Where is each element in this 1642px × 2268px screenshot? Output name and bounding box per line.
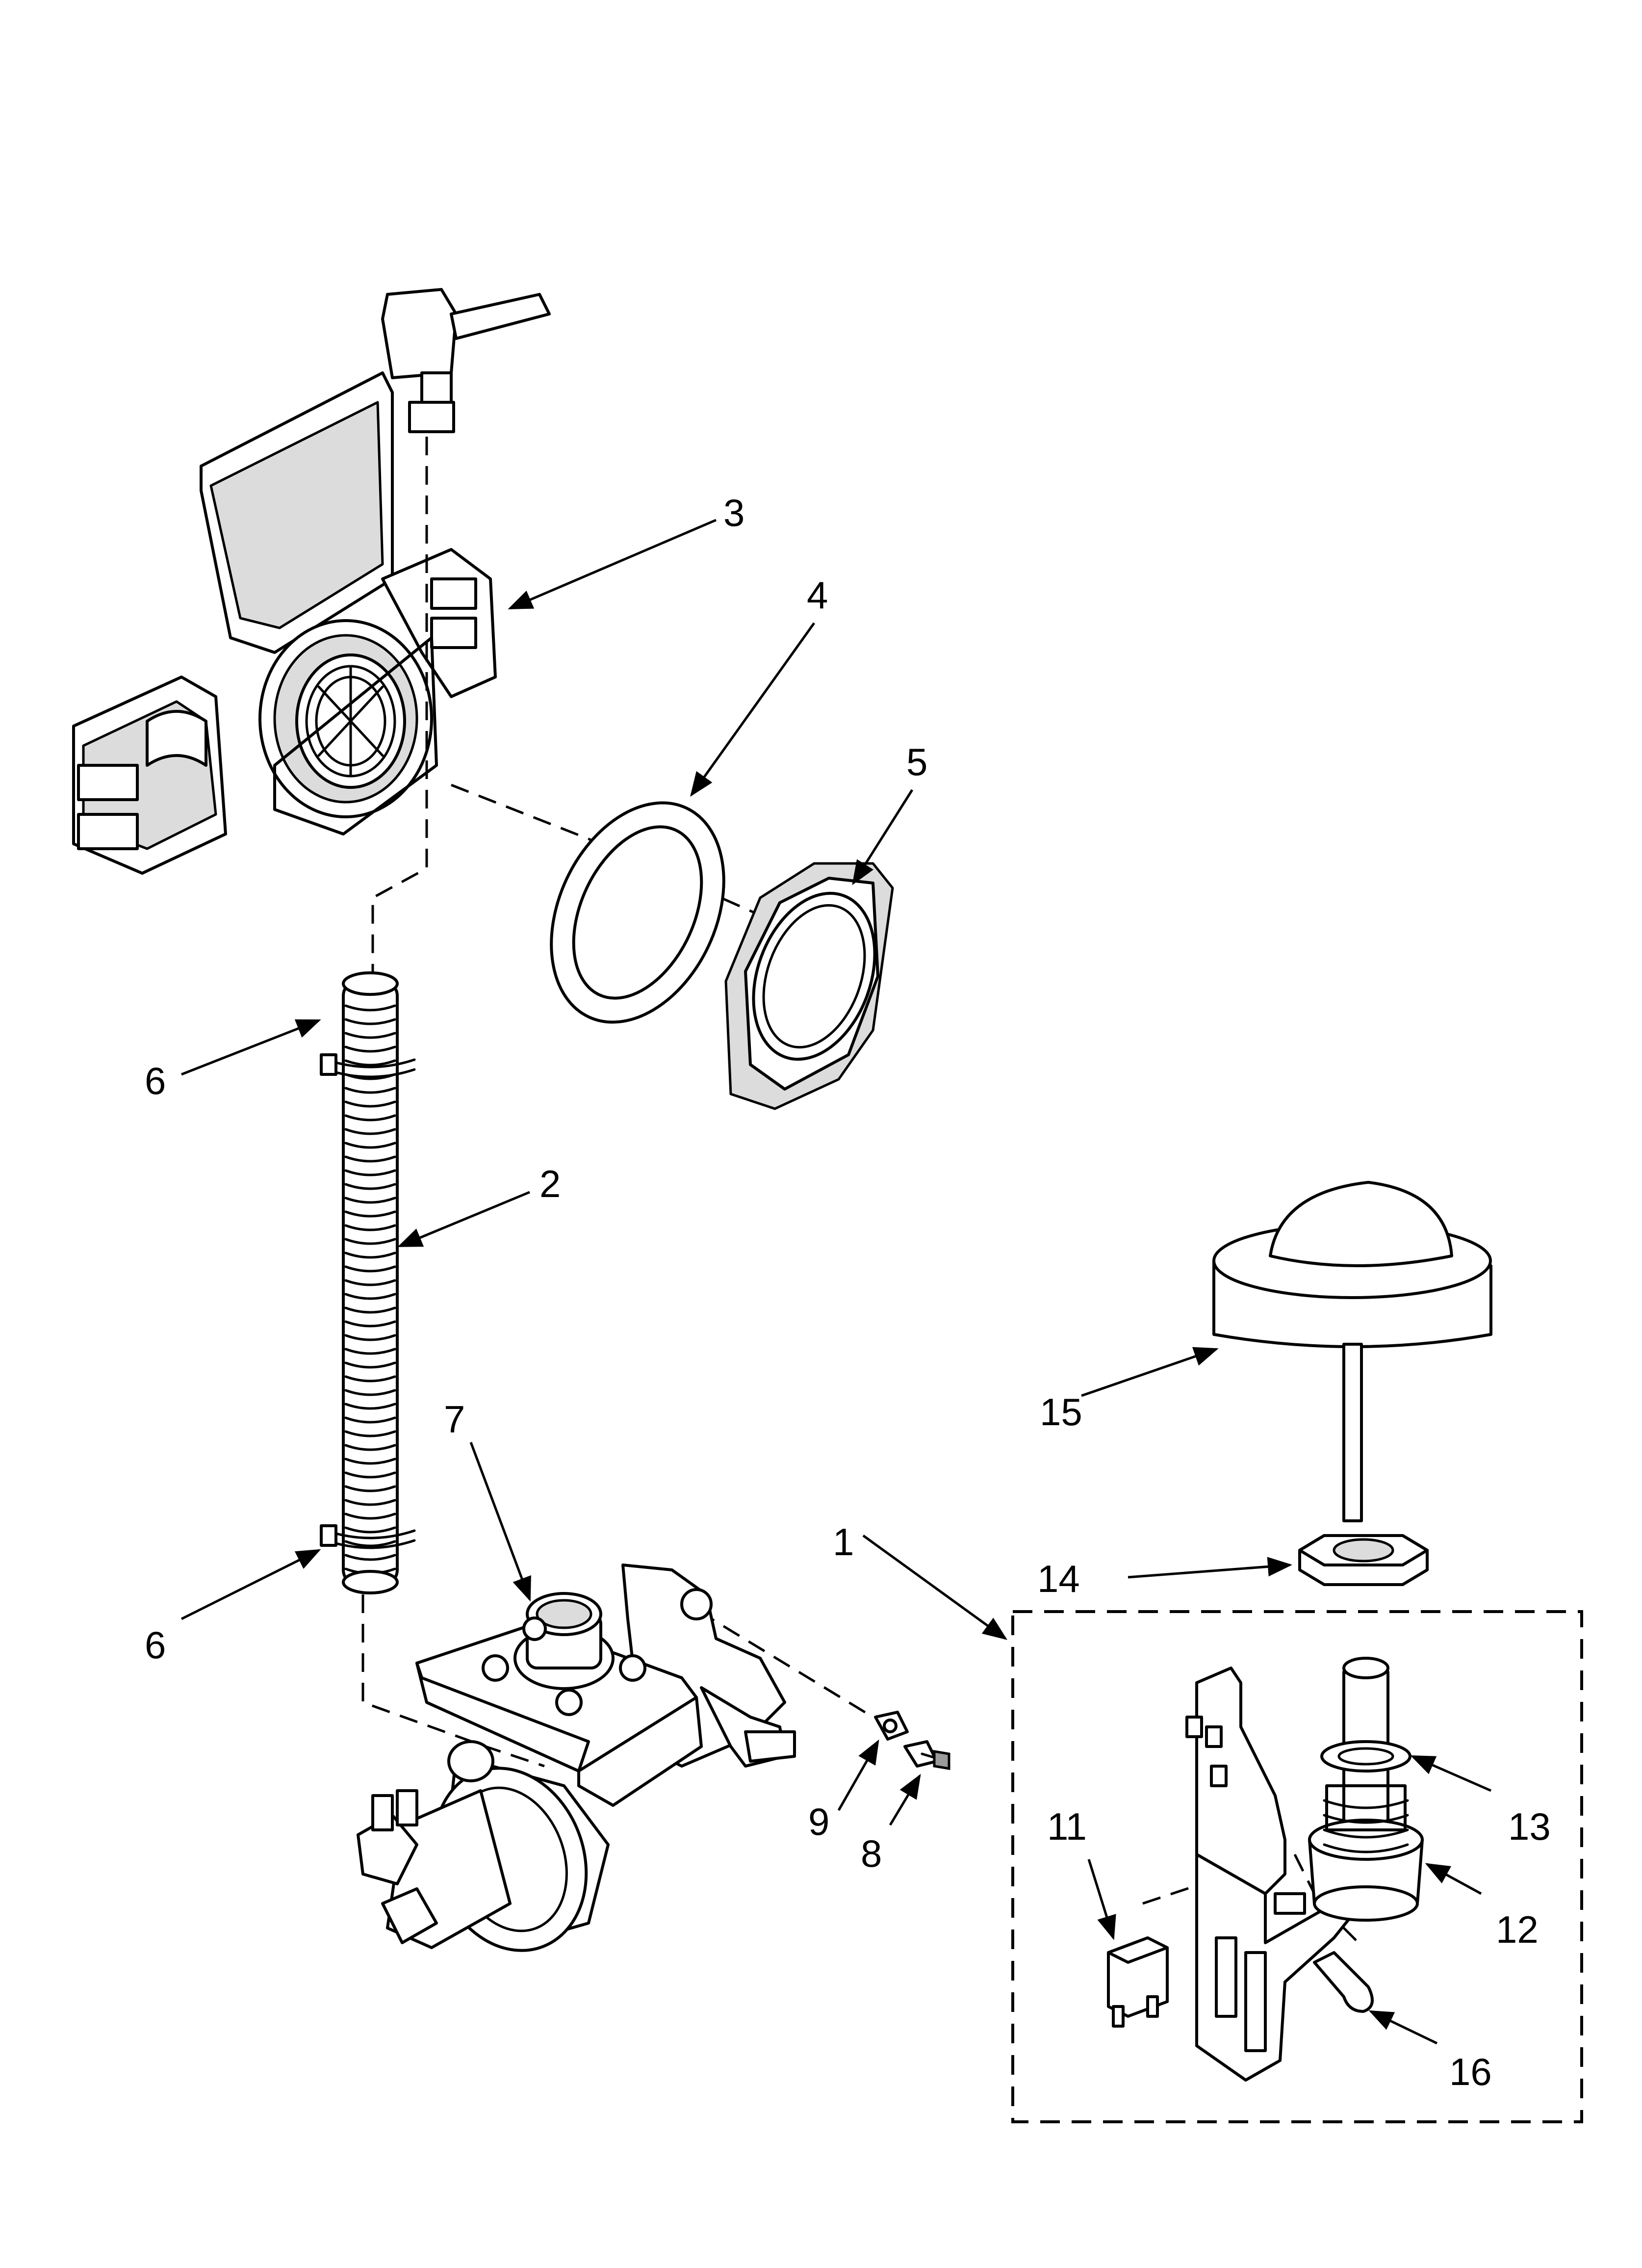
hose-rib (344, 1142, 396, 1149)
hose-rib (344, 1210, 396, 1218)
part-6-clamp-bottom (320, 1524, 416, 1549)
hose-rib (344, 1004, 396, 1012)
part-12-spring (1308, 1784, 1424, 1922)
alignment-line (622, 1564, 874, 1719)
part-4-gasket (550, 801, 725, 1024)
hose-rib (344, 1416, 396, 1424)
hose-rib (344, 1512, 396, 1520)
hose-rib (344, 1540, 396, 1547)
alignment-line (361, 1594, 545, 1768)
hose-rib (344, 1087, 396, 1094)
callout-15: 15 (1040, 1390, 1082, 1434)
callout-6-top: 6 (145, 1059, 166, 1102)
part-15-float (1212, 1181, 1492, 1522)
callout-11: 11 (1047, 1805, 1087, 1848)
part-3-bracket (72, 288, 551, 875)
hose-rib (344, 1361, 396, 1369)
alignment-line (1293, 1853, 1360, 1944)
part-14-hex-nut (1298, 1534, 1429, 1586)
hose-rib (344, 1554, 396, 1561)
hose-rib (344, 1499, 396, 1506)
part-5-nut (724, 862, 894, 1110)
callout-4: 4 (807, 574, 828, 617)
hose-rib (344, 1458, 396, 1465)
callout-9: 9 (808, 1800, 829, 1843)
hose-rib (344, 1471, 396, 1479)
callout-1: 1 (833, 1520, 854, 1564)
hose-rib (344, 1334, 396, 1341)
callout-3: 3 (723, 491, 744, 534)
hose-rib (344, 1128, 396, 1135)
callout-8: 8 (861, 1832, 882, 1875)
callout-13: 13 (1508, 1805, 1551, 1848)
hose-rib (344, 1485, 396, 1492)
part-6-clamp-top (320, 1053, 416, 1078)
hose-rib (344, 1348, 396, 1355)
hose-rib (344, 1238, 396, 1245)
callout-5: 5 (906, 740, 927, 783)
hose-rib (344, 1430, 396, 1437)
callout-14: 14 (1037, 1557, 1080, 1600)
alignment-line (371, 437, 428, 981)
part-1-switch-bracket (1185, 1667, 1355, 2082)
hose-rib (344, 1155, 396, 1163)
part-1-assembly-box (1011, 1610, 1583, 2123)
hose-rib (344, 1224, 396, 1231)
hose-rib (344, 1018, 396, 1025)
part-16-clip (1313, 1951, 1374, 2013)
callout-7: 7 (444, 1398, 465, 1441)
hose-rib (344, 1169, 396, 1176)
hose-rib (344, 1100, 396, 1108)
part-8-screw (903, 1740, 950, 1770)
hose-rib (344, 1059, 396, 1067)
part-2-hose (342, 971, 399, 1594)
hose-rib (344, 1114, 396, 1121)
hose-rib (344, 1045, 396, 1053)
callout-16: 16 (1449, 2050, 1492, 2093)
hose-rib (344, 1320, 396, 1328)
callout-12: 12 (1496, 1908, 1539, 1951)
part-7-valve (357, 1564, 796, 1952)
hose-rib (344, 1265, 396, 1273)
part-11-microswitch (1107, 1936, 1169, 2028)
hose-rib (344, 1403, 396, 1410)
hose-rib (344, 1375, 396, 1382)
hose-rib (344, 1444, 396, 1451)
hose-rib (344, 1279, 396, 1286)
hose-rib (344, 1306, 396, 1314)
callout-6-bottom: 6 (145, 1623, 166, 1667)
hose-rib (344, 1293, 396, 1300)
hose-rib (344, 1197, 396, 1204)
part-9-washer (874, 1711, 909, 1741)
hose-rib (344, 1526, 396, 1534)
hose-rib (344, 1389, 396, 1396)
hose-rib (344, 1183, 396, 1190)
hose-rib (344, 1251, 396, 1259)
callout-2: 2 (539, 1162, 561, 1205)
leader-lines (180, 519, 1492, 2045)
hose-rib (344, 1032, 396, 1039)
